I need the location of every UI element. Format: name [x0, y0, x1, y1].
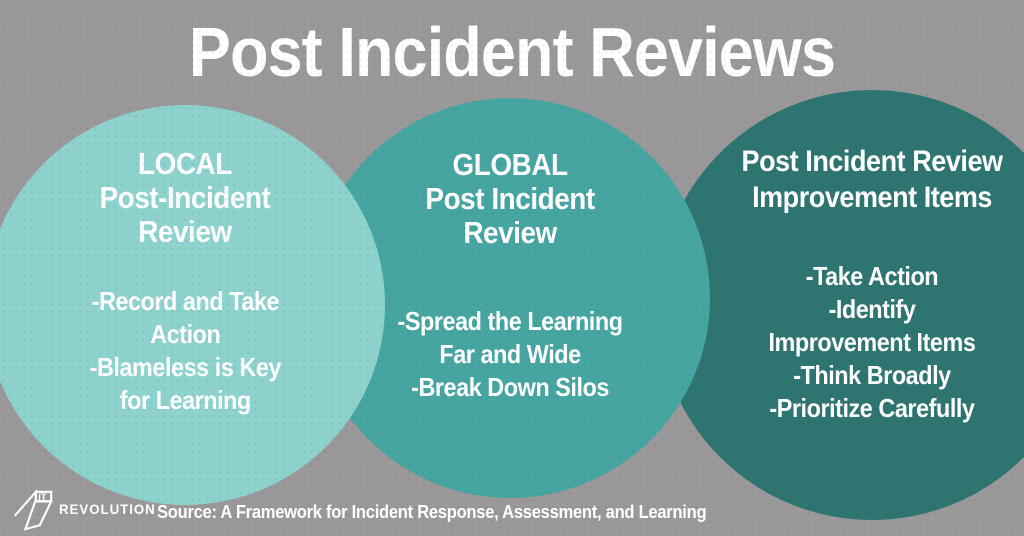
- flag-icon: IT: [14, 488, 53, 531]
- local-circle-bullets: -Record and Take Action -Blameless is Ke…: [89, 285, 281, 417]
- improvement-circle-bullets: -Take Action -Identify Improvement Items…: [769, 260, 976, 425]
- heading-line: Post-Incident: [99, 180, 271, 215]
- bullet-line: -Identify: [828, 294, 916, 324]
- bullet-line: -Prioritize Carefully: [769, 393, 975, 423]
- heading-line: Post Incident Review: [741, 145, 1003, 178]
- bullet-line: -Think Broadly: [793, 360, 951, 390]
- source-text: Source: A Framework for Incident Respons…: [157, 502, 707, 522]
- heading-line: GLOBAL: [452, 147, 568, 182]
- logo-revolution-text: REVOLUTION: [59, 501, 156, 517]
- bullet-line: Improvement Items: [768, 327, 976, 357]
- bullet-line: -Spread the Learning: [397, 306, 623, 336]
- heading-line: LOCAL: [138, 146, 232, 181]
- heading-line: Improvement Items: [752, 181, 992, 214]
- bullet-line: for Learning: [119, 385, 251, 415]
- page-title: Post Incident Reviews: [188, 13, 836, 91]
- heading-line: Review: [138, 214, 232, 249]
- improvement-circle-heading: Post Incident Review Improvement Items: [741, 144, 1003, 216]
- bullet-line: Action: [149, 319, 221, 349]
- heading-line: Review: [463, 215, 557, 250]
- heading-line: Post Incident: [425, 181, 595, 216]
- bullet-line: -Record and Take: [91, 286, 279, 316]
- local-circle-heading: LOCAL Post-Incident Review: [100, 147, 271, 249]
- circle-improvement-items: Post Incident Review Improvement Items -…: [657, 90, 1024, 520]
- bullet-line: -Break Down Silos: [411, 372, 609, 402]
- bullet-line: Far and Wide: [439, 339, 581, 369]
- circle-local-post-incident-review: LOCAL Post-Incident Review -Record and T…: [0, 105, 385, 505]
- global-circle-heading: GLOBAL Post Incident Review: [425, 147, 595, 250]
- circle-global-post-incident-review: GLOBAL Post Incident Review -Spread the …: [310, 98, 710, 498]
- global-circle-bullets: -Spread the Learning Far and Wide -Break…: [397, 305, 622, 404]
- bullet-line: -Take Action: [805, 261, 939, 291]
- logo-it-text: IT: [38, 492, 47, 502]
- it-revolution-logo: IT REVOLUTION: [12, 487, 161, 531]
- bullet-line: -Blameless is Key: [89, 352, 281, 382]
